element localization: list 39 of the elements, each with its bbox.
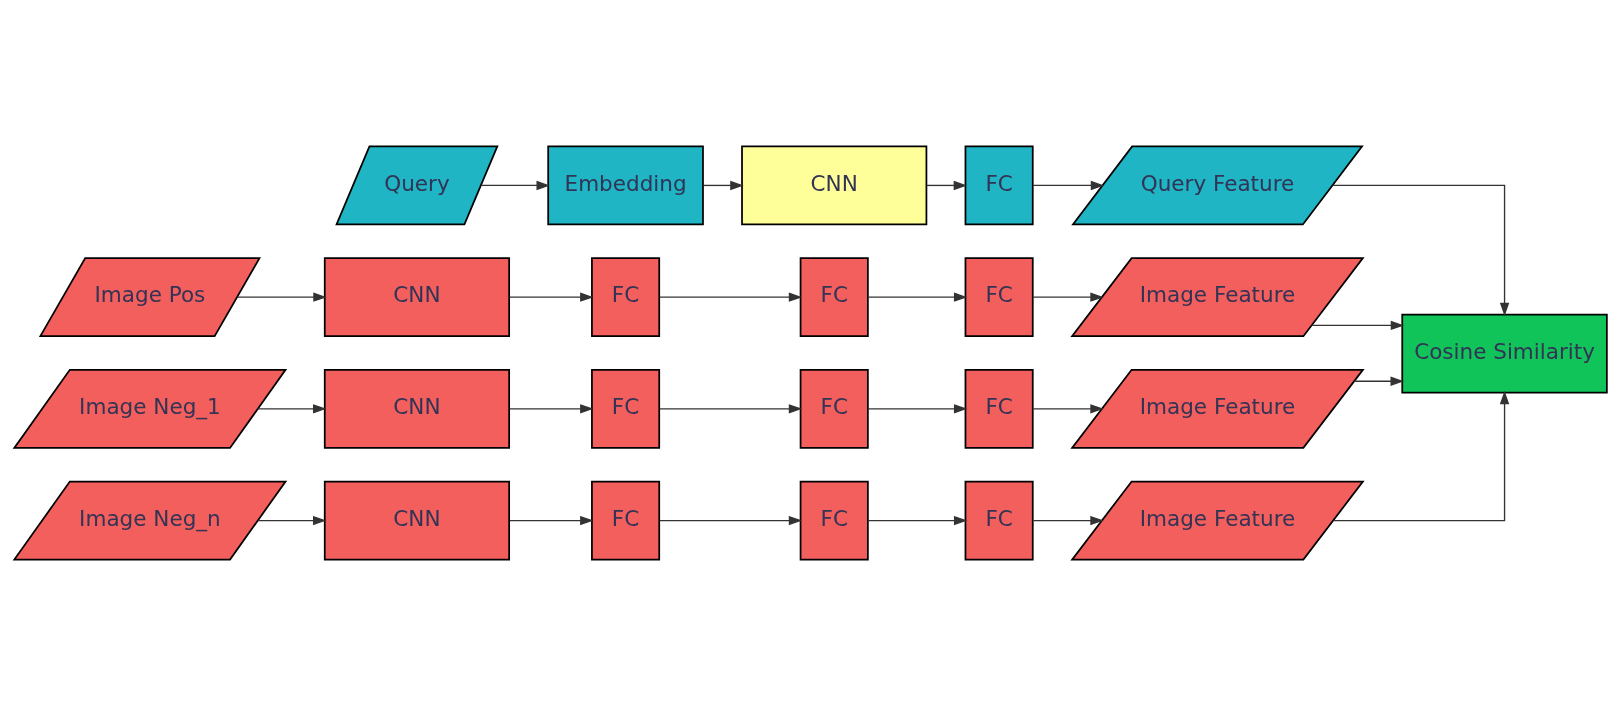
node-box: CNN: [323, 256, 511, 337]
arrow: [1032, 403, 1104, 414]
arrow: [509, 403, 594, 414]
arrow: [1032, 180, 1105, 190]
arrow: [702, 180, 744, 190]
node-box: FC: [591, 368, 661, 449]
node-box: FC: [964, 368, 1034, 449]
arrow: [236, 291, 327, 302]
arrow: [658, 515, 803, 525]
node-box: FC: [799, 256, 869, 337]
arrow: [1332, 390, 1510, 521]
arrow: [509, 515, 594, 525]
node-box: Cosine Similarity: [1401, 313, 1608, 394]
arrow: [867, 291, 968, 302]
arrow: [867, 403, 968, 414]
node-box: Embedding: [547, 145, 704, 225]
node-box: CNN: [323, 480, 511, 560]
node-box: FC: [799, 480, 869, 560]
arrow: [658, 291, 803, 302]
arrow: [1353, 376, 1404, 386]
arrow: [867, 515, 968, 525]
node-box: CNN: [323, 368, 511, 449]
arrow: [509, 291, 594, 302]
arrow: [257, 403, 327, 414]
node-box: FC: [964, 480, 1034, 560]
arrow: [1311, 320, 1405, 330]
arrow: [480, 180, 550, 190]
node-box: FC: [964, 256, 1034, 337]
arrow: [1331, 184, 1510, 316]
node-box: FC: [591, 256, 661, 337]
arrow: [1032, 291, 1104, 302]
arrow: [926, 180, 968, 190]
node-box: CNN: [741, 145, 928, 225]
arrow: [1032, 515, 1104, 525]
node-box: FC: [591, 480, 661, 560]
node-box: FC: [799, 368, 869, 449]
node-box: FC: [964, 145, 1034, 225]
arrow: [658, 403, 803, 414]
arrow: [257, 515, 327, 525]
